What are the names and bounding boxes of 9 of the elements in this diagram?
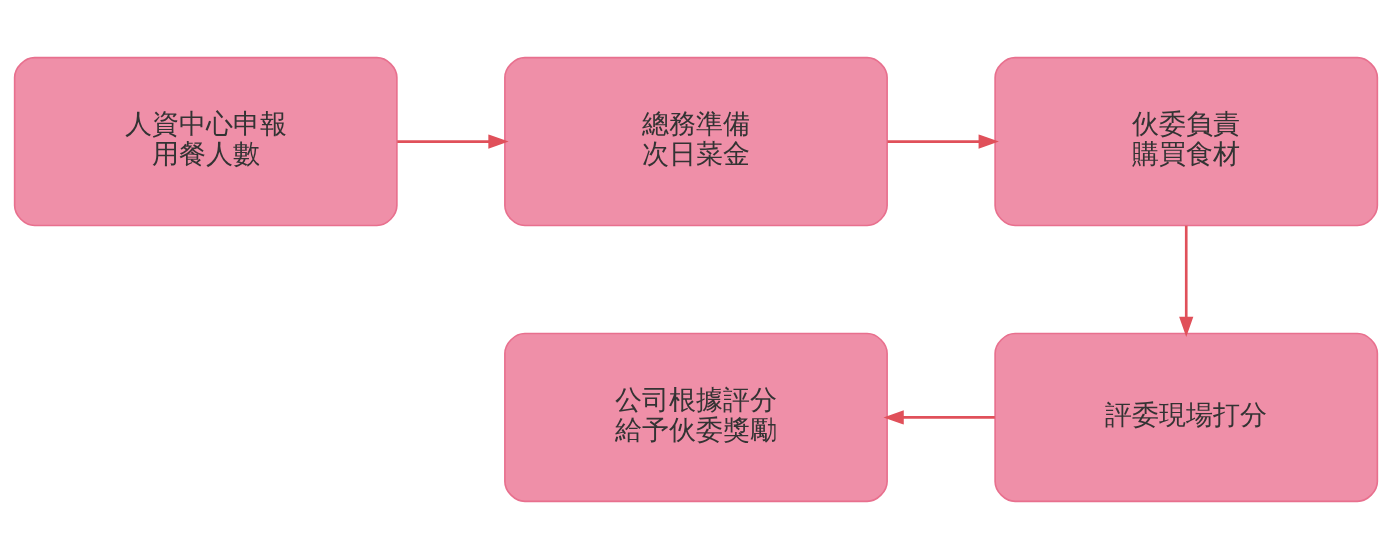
arrow xyxy=(887,133,999,149)
arrow xyxy=(883,409,995,425)
arrow xyxy=(397,133,509,149)
node-box: 公司根據評分給予伙委獎勵 xyxy=(504,332,888,502)
node-box: 總務準備次日菜金 xyxy=(504,56,888,226)
node-box: 伙委負責購買食材 xyxy=(994,56,1379,226)
node-box: 人資中心申報用餐人數 xyxy=(13,56,398,226)
arrow xyxy=(1179,225,1194,337)
node-box: 評委現場打分 xyxy=(994,332,1379,502)
